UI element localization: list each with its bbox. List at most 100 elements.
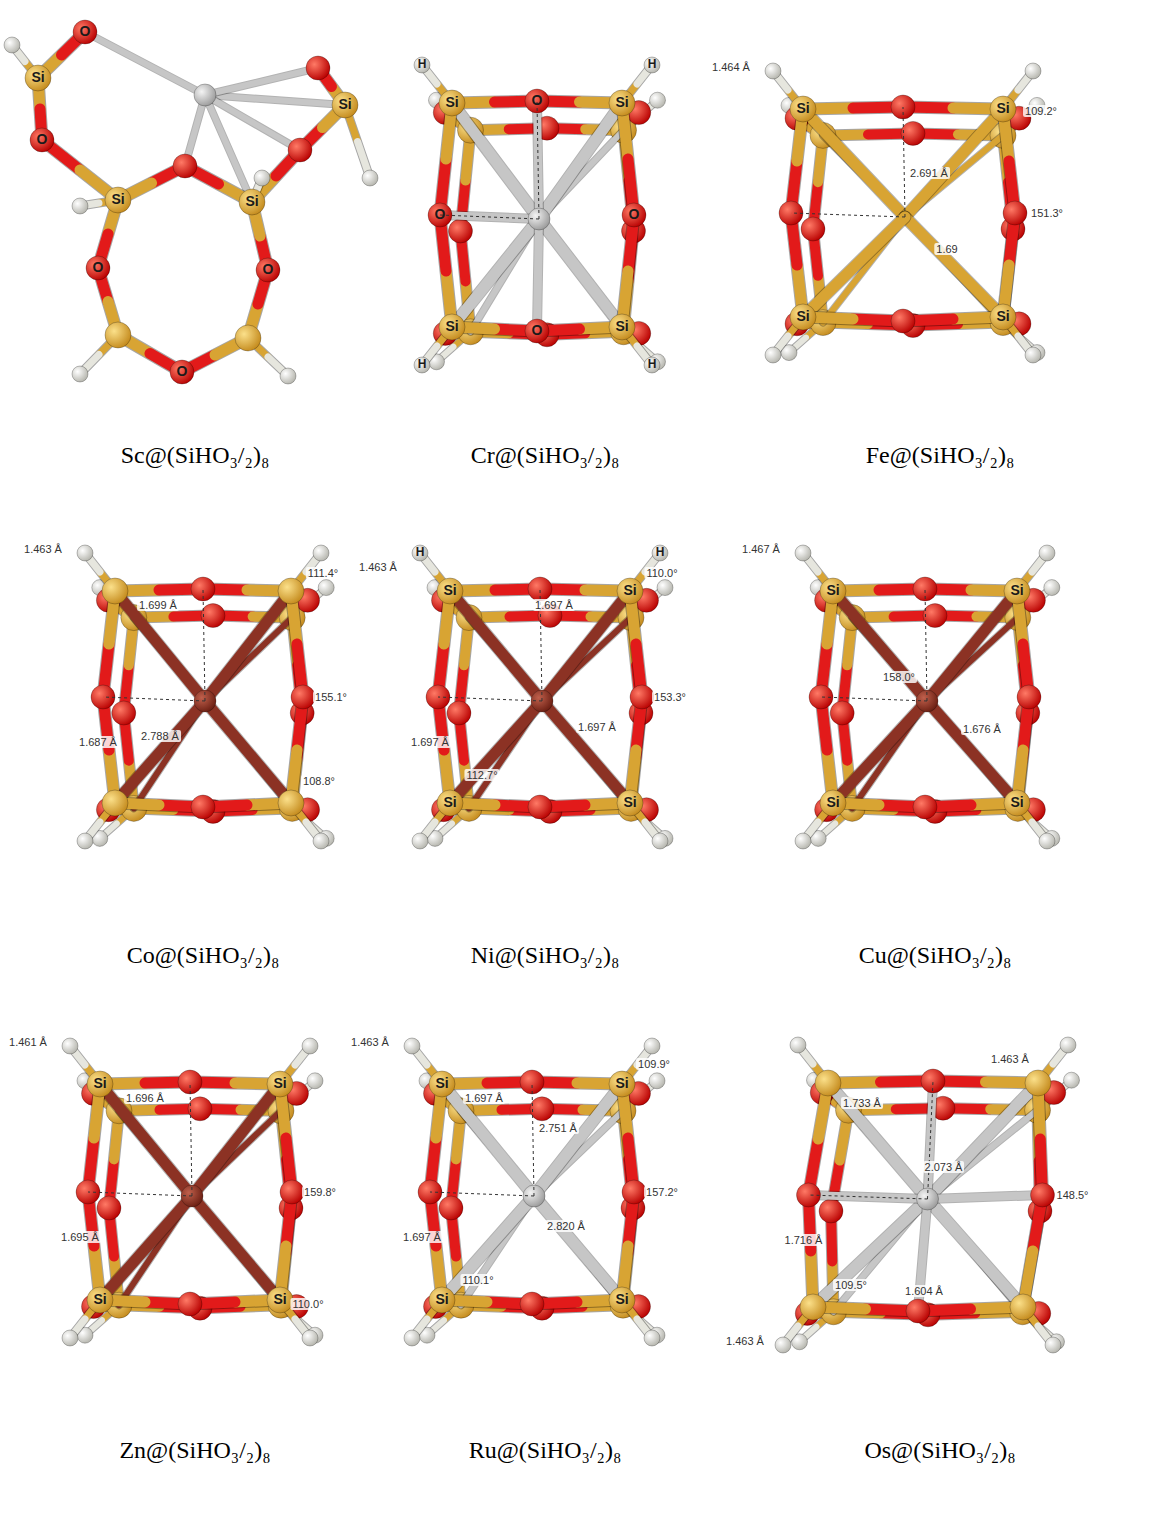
silsesquioxane-cage <box>412 545 673 849</box>
measurement-label: 1.697 Å <box>533 599 575 611</box>
atom-label: Si <box>111 192 124 207</box>
atom-label: Si <box>31 70 44 85</box>
atom-label: O <box>532 323 543 338</box>
figure-caption: Co@(SiHO₃/₂)₈ <box>127 942 280 968</box>
atom-label: Si <box>93 1076 106 1091</box>
atom-label: Si <box>445 95 458 110</box>
measurement-label: 1.604 Å <box>903 1285 945 1297</box>
measurement-label: 159.8° <box>302 1186 338 1198</box>
measurement-label: 153.3° <box>652 691 688 703</box>
measurement-label: 1.733 Å <box>841 1097 883 1109</box>
atom-label: O <box>80 24 91 39</box>
atom-label: O <box>629 207 640 222</box>
figure-caption: Cu@(SiHO₃/₂)₈ <box>859 942 1012 968</box>
open-cage <box>4 20 378 384</box>
atom-label: Si <box>615 95 628 110</box>
measurement-label: 110.0° <box>290 1298 325 1310</box>
measurement-label: 112.7° <box>464 769 499 781</box>
measurement-label: 110.0° <box>644 567 679 579</box>
measurement-label: 109.5° <box>833 1279 869 1291</box>
atom-label: Si <box>273 1292 286 1307</box>
measurement-label: 1.69 <box>934 243 959 255</box>
measurement-label: 110.1° <box>460 1274 495 1286</box>
atom-label: H <box>648 358 657 371</box>
atom-label: H <box>656 546 665 559</box>
atom-label: O <box>263 262 274 277</box>
atom-label: Si <box>443 795 456 810</box>
atom-label: O <box>177 364 188 379</box>
figure-caption: Os@(SiHO₃/₂)₈ <box>864 1437 1015 1463</box>
atom-label: Si <box>93 1292 106 1307</box>
measurement-label: 1.696 Å <box>124 1092 166 1104</box>
measurement-label: 1.463 Å <box>724 1335 766 1347</box>
measurement-label: 1.463 Å <box>989 1053 1031 1065</box>
measurement-label: 109.2° <box>1023 105 1059 117</box>
atom-label: Si <box>443 583 456 598</box>
atom-label: Si <box>435 1292 448 1307</box>
atom-label: Si <box>1010 583 1023 598</box>
atom-label: Si <box>796 309 809 324</box>
measurement-label: 108.8° <box>301 775 337 787</box>
silsesquioxane-cage <box>77 545 334 849</box>
measurement-label: 148.5° <box>1055 1189 1091 1201</box>
figure-caption: Cr@(SiHO₃/₂)₈ <box>471 442 620 468</box>
measurement-label: 1.687 Å <box>77 736 119 748</box>
measurement-label: 1.463 Å <box>349 1036 391 1048</box>
atom-label: Si <box>338 97 351 112</box>
atom-label: Si <box>826 795 839 810</box>
silsesquioxane-cage <box>404 1038 665 1346</box>
measurement-label: 158.0° <box>881 671 917 683</box>
figure-caption: Sc@(SiHO₃/₂)₈ <box>121 442 270 468</box>
atom-label: O <box>532 93 543 108</box>
measurement-label: 111.4° <box>306 567 340 579</box>
measurement-label: 2.820 Å <box>545 1220 587 1232</box>
figure-caption: Zn@(SiHO₃/₂)₈ <box>119 1437 270 1463</box>
atom-label: Si <box>615 1292 628 1307</box>
measurement-label: 2.751 Å <box>537 1122 579 1134</box>
atom-label: O <box>93 260 104 275</box>
measurement-label: 2.073 Å <box>923 1161 965 1173</box>
measurement-label: 109.9° <box>636 1058 672 1070</box>
atom-label: Si <box>615 319 628 334</box>
silsesquioxane-cage <box>62 1038 323 1346</box>
atom-label: O <box>37 132 48 147</box>
measurement-label: 1.699 Å <box>137 599 179 611</box>
measurement-label: 155.1° <box>313 691 349 703</box>
measurement-label: 1.467 Å <box>740 543 782 555</box>
measurement-label: 1.697 Å <box>463 1092 505 1104</box>
atom-label: H <box>418 58 427 71</box>
measurement-label: 1.697 Å <box>409 736 451 748</box>
atom-label: H <box>648 58 657 71</box>
atom-label: Si <box>623 583 636 598</box>
silsesquioxane-cage <box>414 57 666 373</box>
measurement-label: 1.695 Å <box>59 1231 101 1243</box>
measurement-label: 1.461 Å <box>7 1036 49 1048</box>
silsesquioxane-cage <box>795 545 1060 849</box>
atom-label: Si <box>996 309 1009 324</box>
measurement-label: 1.464 Å <box>710 61 752 73</box>
figure-caption: Fe@(SiHO₃/₂)₈ <box>866 442 1015 468</box>
figure-caption: Ru@(SiHO₃/₂)₈ <box>469 1437 622 1463</box>
atom-label: Si <box>826 583 839 598</box>
atom-label: Si <box>435 1076 448 1091</box>
atom-label: H <box>416 546 425 559</box>
atom-label: Si <box>623 795 636 810</box>
atom-label: H <box>418 358 427 371</box>
measurement-label: 1.463 Å <box>357 561 399 573</box>
atom-label: O <box>435 207 446 222</box>
measurement-label: 151.3° <box>1029 207 1065 219</box>
atom-label: Si <box>996 101 1009 116</box>
atom-label: Si <box>245 194 258 209</box>
measurement-label: 2.788 Å <box>139 730 181 742</box>
atom-label: Si <box>273 1076 286 1091</box>
measurement-label: 1.697 Å <box>576 721 618 733</box>
measurement-label: 1.697 Å <box>401 1231 443 1243</box>
atom-label: Si <box>615 1076 628 1091</box>
figure-caption: Ni@(SiHO₃/₂)₈ <box>471 942 620 968</box>
atom-label: Si <box>445 319 458 334</box>
measurement-label: 157.2° <box>644 1186 680 1198</box>
measurement-label: 1.716 Å <box>783 1234 825 1246</box>
silsesquioxane-cage <box>765 63 1045 363</box>
measurement-label: 1.676 Å <box>961 723 1003 735</box>
